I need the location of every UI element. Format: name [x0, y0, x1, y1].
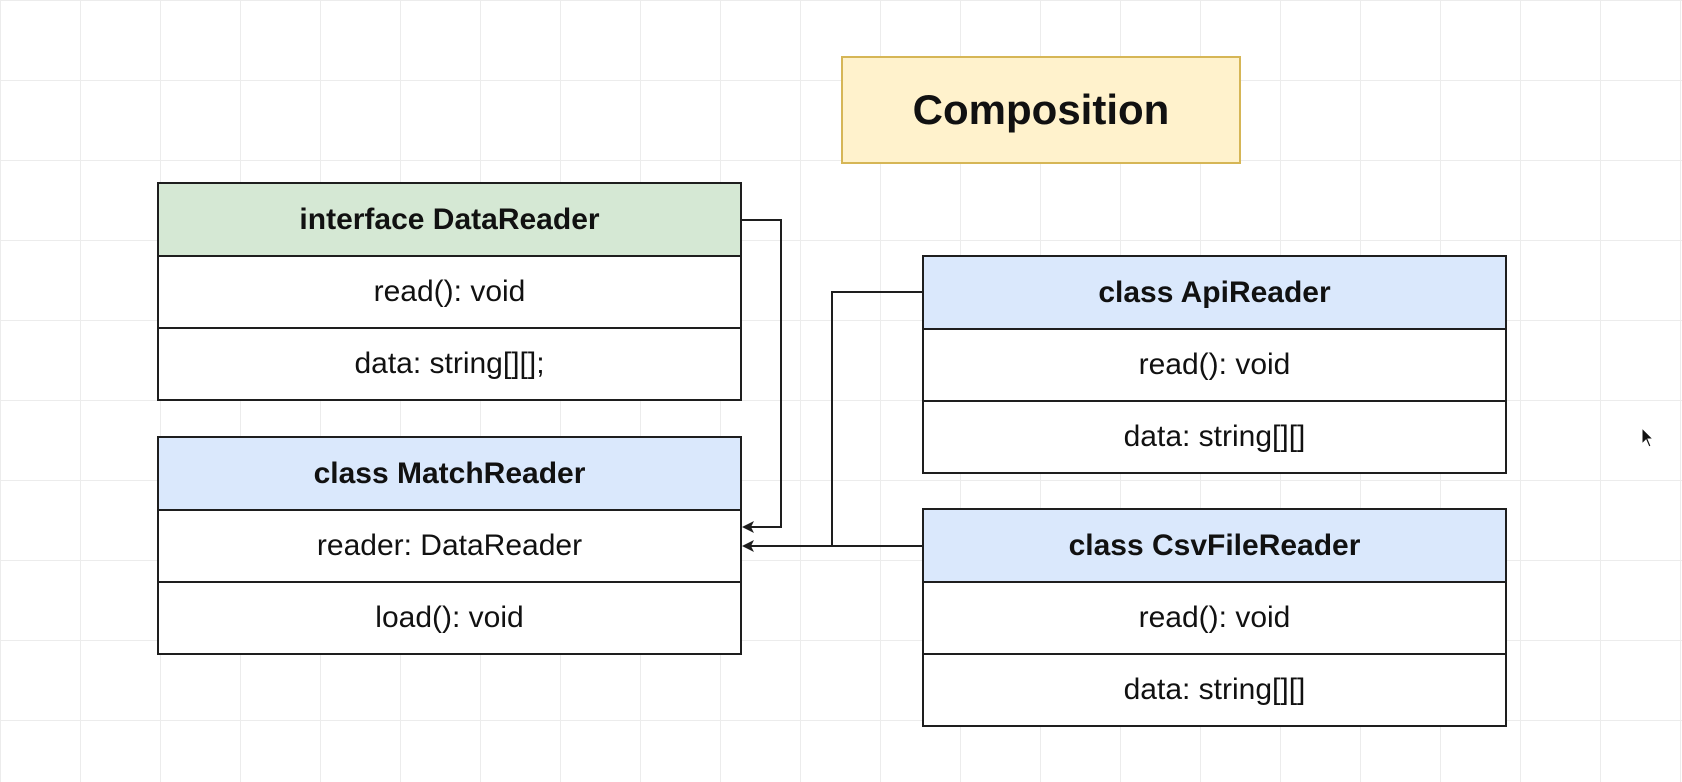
box-member: reader: DataReader [159, 509, 740, 581]
box-header: class ApiReader [924, 257, 1505, 328]
diagram-title: Composition [841, 56, 1241, 164]
class-csvfilereader-box[interactable]: class CsvFileReader read(): void data: s… [922, 508, 1507, 727]
box-header: class CsvFileReader [924, 510, 1505, 581]
box-member: data: string[][] [924, 400, 1505, 472]
connector-apireader-to-matchreader [831, 291, 922, 546]
box-member: read(): void [159, 255, 740, 327]
box-member: load(): void [159, 581, 740, 653]
mouse-pointer-icon [1641, 427, 1655, 448]
box-member: data: string[][]; [159, 327, 740, 399]
connector-datareader-to-matchreader [742, 219, 782, 533]
box-member: read(): void [924, 581, 1505, 653]
box-header: interface DataReader [159, 184, 740, 255]
box-member: data: string[][] [924, 653, 1505, 725]
box-header: class MatchReader [159, 438, 740, 509]
box-member: read(): void [924, 328, 1505, 400]
class-apireader-box[interactable]: class ApiReader read(): void data: strin… [922, 255, 1507, 474]
interface-datareader-box[interactable]: interface DataReader read(): void data: … [157, 182, 742, 401]
class-matchreader-box[interactable]: class MatchReader reader: DataReader loa… [157, 436, 742, 655]
